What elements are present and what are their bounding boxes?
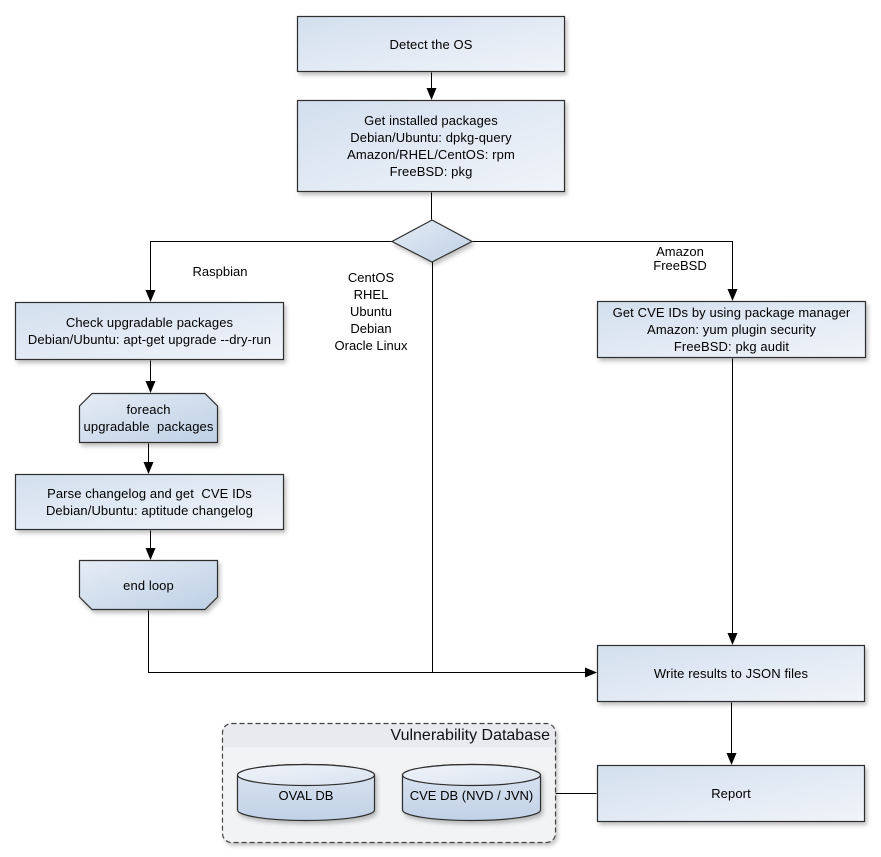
parse-changelog-box (14, 473, 285, 531)
edge-endloop-to-write-results (148, 610, 597, 678)
oval-db-cylinder (236, 763, 376, 822)
get-installed-packages-box (296, 99, 566, 193)
os-decision-diamond (390, 219, 474, 263)
write-results-box (596, 644, 866, 703)
edge-decision-to-get-cve (472, 241, 738, 301)
edge-decision-to-check-upgradable (145, 241, 392, 302)
end-loop-shape (78, 559, 219, 611)
report-box (596, 764, 866, 823)
check-upgradable-box (14, 301, 285, 361)
foreach-loop-shape (78, 392, 219, 444)
get-cve-ids-box (596, 300, 867, 359)
detect-os-box (296, 15, 566, 73)
cve-db-cylinder (401, 763, 542, 822)
connectors (143, 72, 738, 794)
